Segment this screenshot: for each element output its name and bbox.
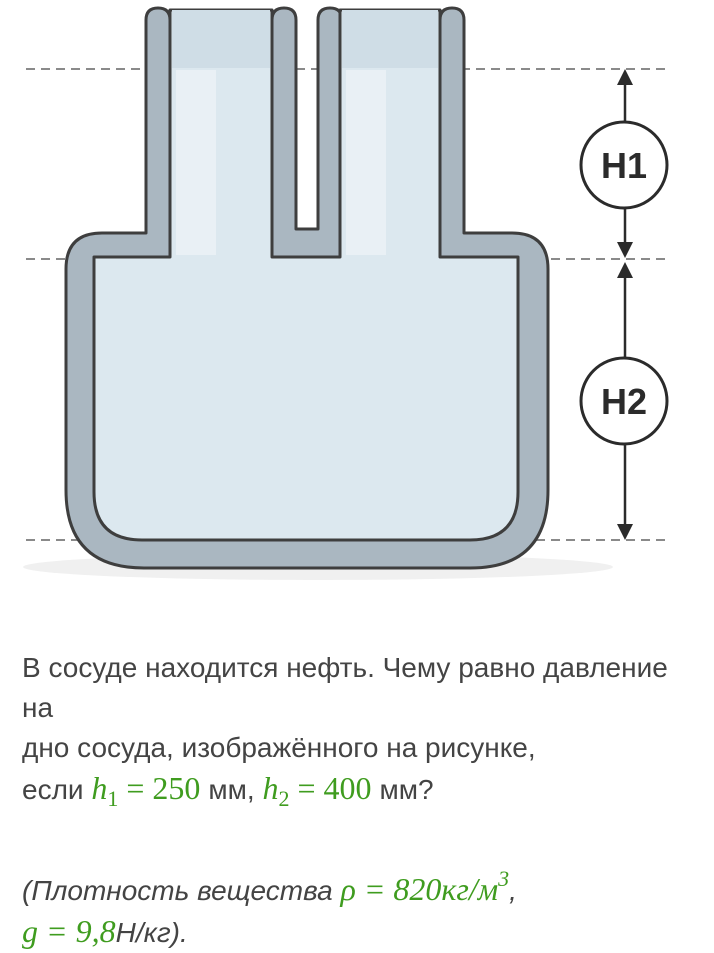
h2-formula: h2 = 400 [262, 770, 380, 811]
problem-statement: В сосуде находится нефть. Чему равно дав… [22, 648, 702, 953]
problem-line-2: дно сосуда, изображённого на рисунке, [22, 732, 536, 763]
g-formula: g = 9,8 [22, 913, 116, 949]
density-line: (Плотность вещества ρ = 820кг/м3, [22, 866, 517, 907]
rho-formula: ρ = 820кг/м3 [340, 866, 510, 907]
left-tube-highlight [176, 70, 216, 255]
h2-label: H2 [601, 381, 647, 422]
h1-label-circle [579, 120, 669, 210]
h2-label-circle [579, 356, 669, 446]
problem-line-1: В сосуде находится нефть. Чему равно дав… [22, 652, 668, 723]
right-tube-highlight [346, 70, 386, 255]
gravity-line: g = 9,8Н/кг). [22, 913, 188, 949]
problem-line-3: если h1 = 250 мм, h2 = 400 мм? [22, 770, 434, 811]
left-tube-air [172, 10, 270, 68]
vessel-diagram: H1 H2 [23, 6, 669, 580]
right-tube-air [342, 10, 438, 68]
h1-label: H1 [601, 145, 647, 186]
h1-formula: h1 = 250 [91, 770, 209, 811]
